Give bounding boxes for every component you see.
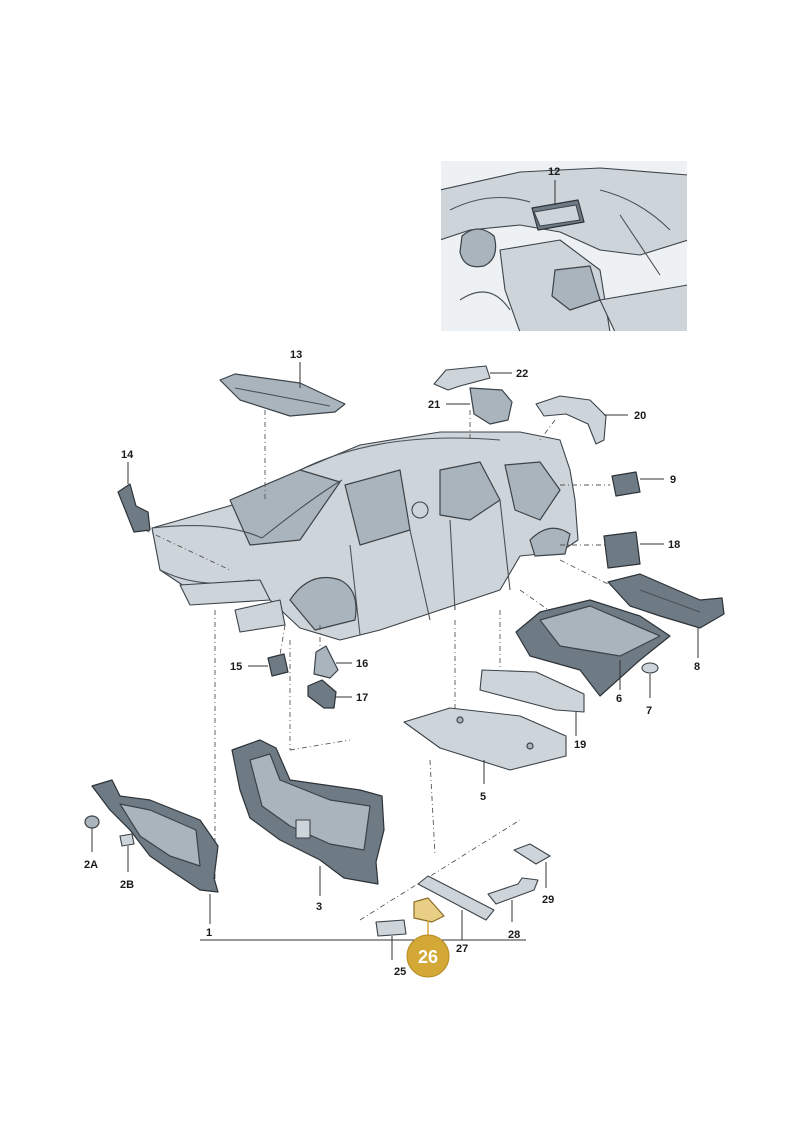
label-7: 7 (646, 705, 652, 717)
label-18: 18 (668, 539, 680, 551)
label-13: 13 (290, 349, 302, 361)
label-15: 15 (230, 661, 242, 673)
part-21[interactable]: 21 (428, 387, 513, 425)
part-3-firewall-insulation[interactable]: 3 (231, 739, 385, 913)
part-7-clip[interactable]: 7 (641, 662, 659, 717)
part-25[interactable]: 25 (375, 919, 407, 978)
part-9[interactable]: 9 (611, 471, 676, 497)
part-26-highlighted[interactable]: 26 (406, 897, 450, 978)
part-18[interactable]: 18 (603, 531, 680, 569)
part-14[interactable]: 14 (117, 449, 151, 533)
part-13-roof-insulation[interactable]: 13 (219, 349, 346, 417)
label-8: 8 (694, 661, 700, 673)
label-14: 14 (121, 449, 134, 461)
part-29[interactable]: 29 (513, 843, 554, 906)
label-25: 25 (394, 966, 406, 978)
label-28: 28 (508, 929, 520, 941)
label-19: 19 (574, 739, 586, 751)
label-2b: 2B (120, 879, 134, 891)
part-8[interactable]: 8 (607, 573, 725, 673)
part-17[interactable]: 17 (307, 679, 368, 709)
label-17: 17 (356, 692, 368, 704)
part-2b-clip[interactable]: 2B (119, 833, 135, 891)
label-21: 21 (428, 399, 440, 411)
part-27[interactable]: 27 (417, 875, 495, 955)
label-20: 20 (634, 410, 646, 422)
label-1: 1 (206, 927, 212, 939)
label-22: 22 (516, 368, 528, 380)
part-2a-clip[interactable]: 2A (84, 815, 100, 871)
part-16[interactable]: 16 (313, 645, 368, 679)
highlight-badge (406, 934, 450, 978)
label-2a: 2A (84, 859, 98, 871)
part-6[interactable]: 6 (515, 599, 671, 705)
label-6: 6 (616, 693, 622, 705)
label-9: 9 (670, 474, 676, 486)
part-28[interactable]: 28 (487, 877, 539, 941)
part-1-dash-insulation[interactable]: 1 (91, 779, 219, 939)
label-3: 3 (316, 901, 322, 913)
part-20[interactable]: 20 (535, 395, 646, 445)
label-16: 16 (356, 658, 368, 670)
label-5: 5 (480, 791, 486, 803)
part-22[interactable]: 22 (433, 365, 528, 391)
label-26: 26 (418, 947, 438, 967)
part-5-floor-insulation[interactable]: 5 (403, 707, 567, 803)
label-29: 29 (542, 894, 554, 906)
inset-detail-view: 12 (439, 159, 689, 333)
part-19[interactable]: 19 (479, 669, 586, 751)
part-15[interactable]: 15 (230, 653, 289, 677)
label-12: 12 (548, 166, 560, 178)
label-27: 27 (456, 943, 468, 955)
car-body-shell (151, 431, 579, 641)
